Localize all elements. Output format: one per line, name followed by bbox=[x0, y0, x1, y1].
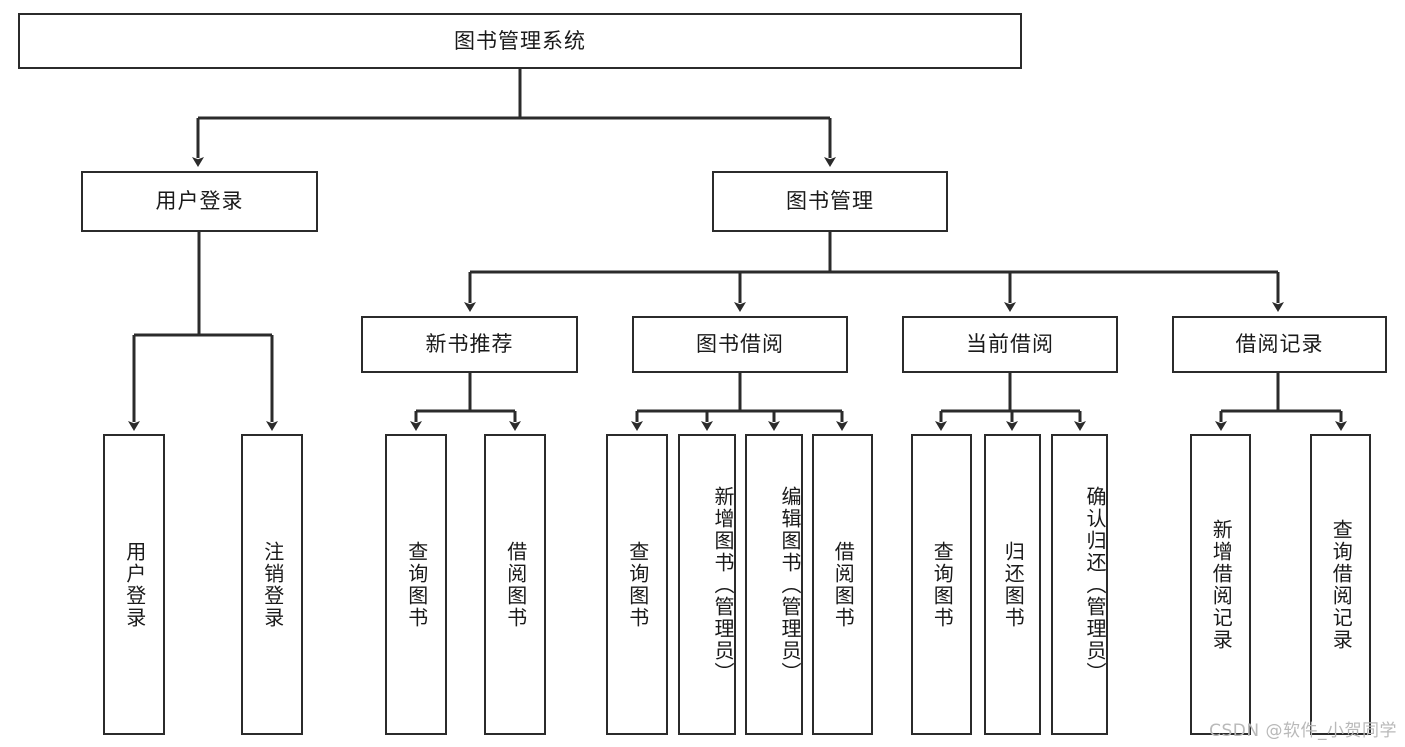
node-leaf-query-book-1-label: 查询图书 bbox=[404, 540, 429, 629]
node-new-book-recommend[interactable]: 新书推荐 bbox=[361, 316, 578, 373]
node-leaf-add-book-label: 新增图书（管理员） bbox=[711, 485, 735, 684]
node-leaf-edit-book-label: 编辑图书（管理员） bbox=[778, 485, 802, 684]
node-leaf-logout-label: 注销登录 bbox=[260, 540, 285, 629]
node-leaf-confirm-return[interactable]: 确认归还（管理员） bbox=[1051, 434, 1108, 735]
node-leaf-add-borrow-record-label: 新增借阅记录 bbox=[1209, 518, 1234, 651]
node-new-book-recommend-label: 新书推荐 bbox=[425, 332, 514, 357]
node-leaf-query-book-3[interactable]: 查询图书 bbox=[911, 434, 972, 735]
node-leaf-borrow-book-1[interactable]: 借阅图书 bbox=[484, 434, 546, 735]
node-leaf-return-book[interactable]: 归还图书 bbox=[984, 434, 1041, 735]
node-leaf-query-borrow-record-label: 查询借阅记录 bbox=[1329, 518, 1354, 651]
node-leaf-add-borrow-record[interactable]: 新增借阅记录 bbox=[1190, 434, 1251, 735]
node-leaf-confirm-return-label: 确认归还（管理员） bbox=[1083, 485, 1107, 684]
node-leaf-logout[interactable]: 注销登录 bbox=[241, 434, 303, 735]
node-leaf-borrow-book-2[interactable]: 借阅图书 bbox=[812, 434, 873, 735]
node-book-borrow[interactable]: 图书借阅 bbox=[632, 316, 848, 373]
node-user-login[interactable]: 用户登录 bbox=[81, 171, 318, 232]
node-leaf-query-borrow-record[interactable]: 查询借阅记录 bbox=[1310, 434, 1371, 735]
node-current-borrow[interactable]: 当前借阅 bbox=[902, 316, 1118, 373]
node-book-manage[interactable]: 图书管理 bbox=[712, 171, 948, 232]
node-leaf-add-book[interactable]: 新增图书（管理员） bbox=[678, 434, 736, 735]
node-root-label: 图书管理系统 bbox=[454, 28, 586, 53]
node-leaf-return-book-label: 归还图书 bbox=[1001, 540, 1026, 629]
node-leaf-user-login-label: 用户登录 bbox=[122, 540, 147, 629]
node-book-borrow-label: 图书借阅 bbox=[696, 332, 784, 357]
node-borrow-record[interactable]: 借阅记录 bbox=[1172, 316, 1387, 373]
node-current-borrow-label: 当前借阅 bbox=[966, 332, 1054, 357]
node-leaf-query-book-2-label: 查询图书 bbox=[625, 540, 650, 629]
node-root[interactable]: 图书管理系统 bbox=[18, 13, 1022, 69]
node-leaf-borrow-book-1-label: 借阅图书 bbox=[503, 540, 528, 629]
node-leaf-user-login[interactable]: 用户登录 bbox=[103, 434, 165, 735]
csdn-watermark: CSDN @软件_小贺同学 bbox=[1209, 721, 1397, 741]
node-borrow-record-label: 借阅记录 bbox=[1235, 332, 1324, 357]
node-leaf-query-book-3-label: 查询图书 bbox=[930, 540, 955, 629]
node-leaf-query-book-2[interactable]: 查询图书 bbox=[606, 434, 668, 735]
node-leaf-query-book-1[interactable]: 查询图书 bbox=[385, 434, 447, 735]
node-leaf-borrow-book-2-label: 借阅图书 bbox=[831, 540, 856, 629]
node-book-manage-label: 图书管理 bbox=[786, 189, 874, 214]
node-leaf-edit-book[interactable]: 编辑图书（管理员） bbox=[745, 434, 803, 735]
node-user-login-label: 用户登录 bbox=[155, 189, 244, 214]
